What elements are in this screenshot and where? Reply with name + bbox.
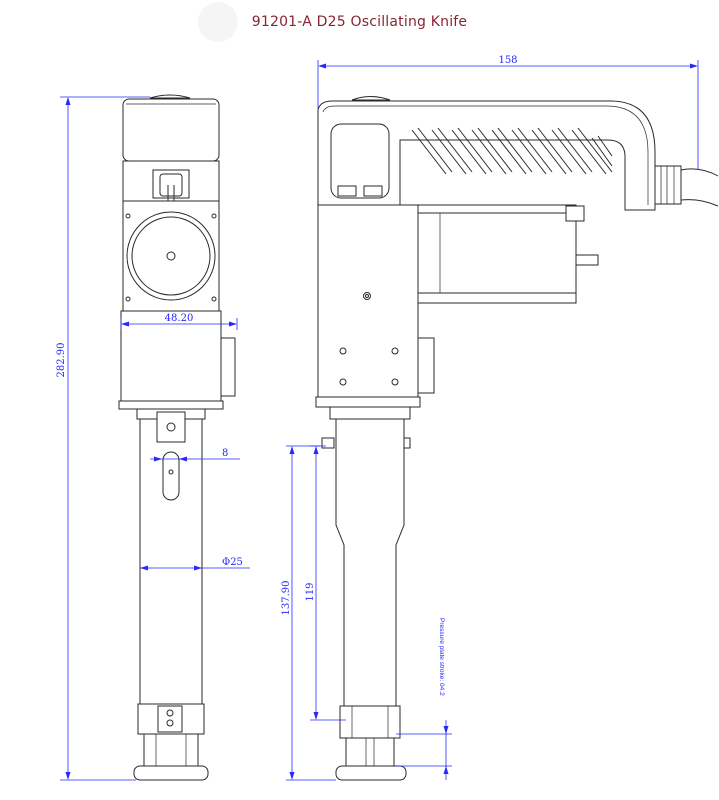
title-bubble — [198, 2, 238, 42]
dimension-lines — [60, 60, 699, 781]
dim-label-stroke-note: Pressure plate stroke: 04.2 — [438, 618, 445, 696]
dim-label-width: 158 — [498, 55, 517, 66]
dim-label-offset: 8 — [222, 448, 228, 459]
dim-label-body-width: 48.20 — [165, 313, 194, 324]
dim-label-lower-height: 137.90 — [281, 581, 292, 616]
vent-slots — [411, 127, 613, 175]
side-view — [315, 96, 719, 781]
front-view — [118, 94, 236, 781]
drawing-title: 91201-A D25 Oscillating Knife — [251, 14, 468, 30]
dim-label-height: 282.90 — [56, 343, 67, 378]
dim-label-lower-inner: 119 — [305, 582, 316, 601]
dim-label-diameter: Φ25 — [222, 557, 243, 568]
